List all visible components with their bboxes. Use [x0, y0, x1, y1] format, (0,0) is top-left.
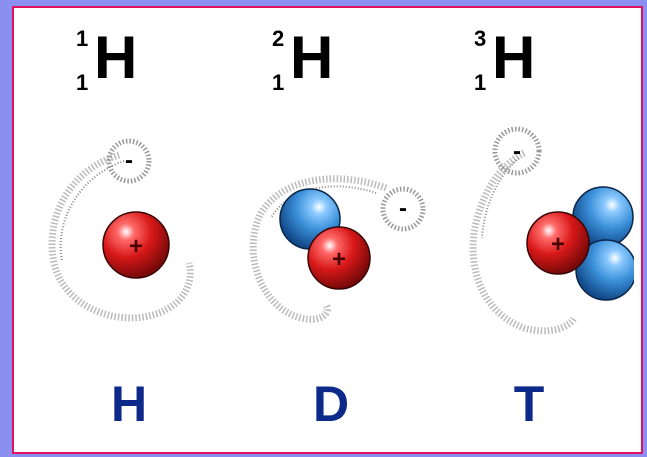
- nuclide-notation: 1 1 H: [76, 18, 196, 118]
- atomic-number: 1: [474, 72, 486, 94]
- nuclide-notation: 3 1 H: [474, 18, 594, 118]
- element-symbol: H: [94, 28, 137, 88]
- atom-illustration: - +: [24, 113, 234, 353]
- diagram-panel: 1 1 H - + H 2 1 H: [12, 6, 643, 454]
- atom-illustration: - +: [424, 113, 634, 353]
- isotope-letter: H: [24, 374, 234, 434]
- isotope-protium: 1 1 H - + H: [24, 8, 234, 448]
- electron: -: [383, 189, 423, 229]
- svg-text:+: +: [332, 246, 346, 273]
- proton: +: [308, 227, 370, 289]
- svg-text:-: -: [125, 147, 133, 174]
- nuclide-notation: 2 1 H: [272, 18, 392, 118]
- electron: -: [109, 141, 149, 181]
- isotope-tritium: 3 1 H - +: [424, 8, 634, 448]
- svg-text:-: -: [513, 138, 521, 165]
- mass-number: 3: [474, 28, 486, 50]
- mass-number: 2: [272, 28, 284, 50]
- atom-illustration: - +: [226, 113, 436, 353]
- atomic-number: 1: [76, 72, 88, 94]
- proton: +: [103, 212, 169, 278]
- svg-text:+: +: [551, 231, 565, 258]
- element-symbol: H: [492, 28, 535, 88]
- svg-text:+: +: [129, 233, 143, 260]
- element-symbol: H: [290, 28, 333, 88]
- svg-text:-: -: [399, 195, 407, 222]
- isotope-deuterium: 2 1 H - + D: [226, 8, 436, 448]
- isotope-letter: T: [424, 374, 634, 434]
- atomic-number: 1: [272, 72, 284, 94]
- isotope-letter: D: [226, 374, 436, 434]
- mass-number: 1: [76, 28, 88, 50]
- proton: +: [527, 212, 589, 274]
